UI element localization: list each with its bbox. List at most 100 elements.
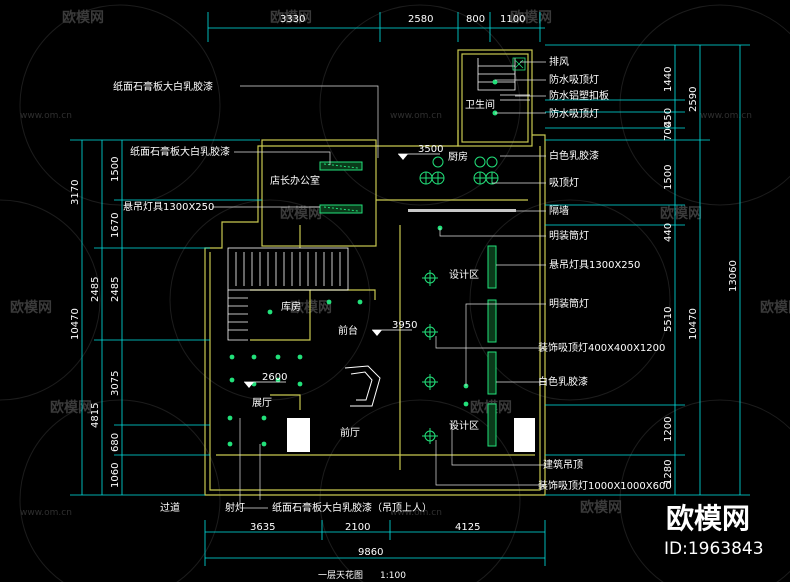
pendant-light-icon bbox=[487, 299, 497, 343]
dim-bottom-3: 4125 bbox=[455, 522, 480, 533]
partition-wall bbox=[408, 209, 516, 212]
elevation-labels: 3500 3950 2600 bbox=[262, 144, 443, 383]
left-notes: 纸面石膏板大白乳胶漆 纸面石膏板大白乳胶漆 悬吊灯具1300X250 bbox=[113, 80, 230, 213]
watermark-logos: 欧模网 欧模网 欧模网 www.om.cn www.om.cn www.om.c… bbox=[10, 9, 790, 518]
restroom-details bbox=[477, 57, 530, 101]
drawing-title-scale: 1:100 bbox=[380, 571, 406, 581]
waterproof-light-icon bbox=[492, 79, 498, 85]
watermark-logo: 欧模网 bbox=[510, 9, 552, 26]
spotlight-icon bbox=[275, 377, 281, 383]
dim-left-inner-5: 680 bbox=[110, 433, 121, 452]
dim-right-inner-5: 440 bbox=[663, 223, 674, 242]
note-decorative-light-small: 装饰吸顶灯400X400X1200 bbox=[538, 341, 665, 354]
watermark-logo: 欧模网 bbox=[660, 205, 702, 222]
watermark-logo: 欧模网 bbox=[270, 9, 312, 26]
elevation-showroom: 2600 bbox=[262, 372, 287, 383]
kitchen-ceiling-lights bbox=[419, 156, 499, 185]
reception-counter bbox=[344, 365, 381, 407]
ceiling-light-icon bbox=[432, 156, 444, 168]
design-pendant-lights bbox=[487, 245, 497, 447]
drawing-title-name: 一层天花图 bbox=[318, 569, 363, 581]
dim-right-inner-3: 700 bbox=[663, 122, 674, 141]
spotlight-icon bbox=[261, 415, 267, 421]
dim-left-outer-1: 3170 bbox=[70, 180, 81, 205]
watermark-pattern bbox=[0, 4, 790, 582]
dim-left-outer-3: 4815 bbox=[90, 403, 101, 428]
bottom-notes: 过道 射灯 纸面石膏板大白乳胶漆（吊顶上人） bbox=[160, 501, 432, 514]
dim-left-inner-3: 2485 bbox=[110, 277, 121, 302]
ceiling-light-icon bbox=[474, 156, 486, 168]
elevation-kitchen: 3500 bbox=[418, 144, 443, 155]
note-downlight-2: 明装筒灯 bbox=[549, 297, 589, 310]
restroom-wall-inner bbox=[461, 53, 529, 143]
dim-right-inner-6: 5510 bbox=[663, 307, 674, 332]
dim-right-inner-1: 1440 bbox=[663, 67, 674, 92]
dim-right-outer-1: 2590 bbox=[688, 87, 699, 112]
spotlight-icon bbox=[267, 309, 273, 315]
pendant-light-icon bbox=[487, 351, 497, 395]
dim-top-1: 3330 bbox=[280, 14, 305, 25]
dim-left-inner-4: 3075 bbox=[110, 371, 121, 396]
spotlight-icon bbox=[297, 354, 303, 360]
dim-right-inner-4: 1500 bbox=[663, 165, 674, 190]
note-waterproof-light-2: 防水吸顶灯 bbox=[549, 107, 599, 120]
dim-top-2: 2580 bbox=[408, 14, 433, 25]
note-pendant-light: 悬吊灯具1300X250 bbox=[123, 201, 214, 213]
exhaust-fan-icon bbox=[512, 57, 526, 71]
spotlight-icon bbox=[227, 441, 233, 447]
note-gypsum-board-accessible: 纸面石膏板大白乳胶漆（吊顶上人） bbox=[272, 501, 432, 514]
note-partition: 隔墙 bbox=[549, 204, 569, 217]
watermark-site: www.om.cn bbox=[390, 111, 442, 121]
dim-bottom-1: 3635 bbox=[250, 522, 275, 533]
note-pendant-light: 悬吊灯具1300X250 bbox=[549, 259, 640, 271]
room-office: 店长办公室 bbox=[270, 174, 320, 187]
dim-left-inner-6: 1060 bbox=[110, 463, 121, 488]
drawing-title: 一层天花图 1:100 bbox=[318, 569, 406, 581]
note-corridor: 过道 bbox=[160, 501, 180, 514]
watermark-site: www.om.cn bbox=[20, 111, 72, 121]
note-white-paint-1: 白色乳胶漆 bbox=[549, 149, 599, 162]
brand-mark: 欧模网 ID:1963843 bbox=[664, 502, 764, 559]
elevation-marker-icon bbox=[244, 382, 254, 388]
ceiling-light-icon bbox=[486, 156, 498, 168]
walls bbox=[204, 49, 546, 496]
watermark-logo: 欧模网 bbox=[580, 499, 622, 516]
decorative-ceiling-lights bbox=[422, 270, 438, 444]
dim-bottom-total: 9860 bbox=[358, 547, 383, 558]
right-notes: 排风 防水吸顶灯 防水铝塑扣板 防水吸顶灯 白色乳胶漆 吸顶灯 隔墙 明装筒灯 … bbox=[538, 55, 672, 492]
dim-right-total: 13060 bbox=[728, 260, 739, 292]
note-ceiling-light: 吸顶灯 bbox=[549, 177, 579, 189]
dim-left-outer-2: 2485 bbox=[90, 277, 101, 302]
spotlight-icon bbox=[227, 415, 233, 421]
note-gypsum-board-1: 纸面石膏板大白乳胶漆 bbox=[113, 80, 213, 93]
note-exhaust: 排风 bbox=[549, 55, 569, 68]
watermark-logo: 欧模网 bbox=[280, 205, 322, 222]
office-wall bbox=[261, 139, 377, 247]
room-storage: 库房 bbox=[281, 300, 301, 313]
entrance-column bbox=[287, 418, 310, 452]
watermark-site: www.om.cn bbox=[390, 508, 442, 518]
dim-left-inner-2: 1670 bbox=[110, 213, 121, 238]
office-pendant-lights bbox=[319, 161, 363, 214]
downlight-icon bbox=[463, 401, 469, 407]
note-building-ceiling: 建筑吊顶 bbox=[543, 458, 583, 471]
dim-right-inner-7: 1200 bbox=[663, 417, 674, 442]
note-spotlight: 射灯 bbox=[225, 502, 245, 514]
watermark-logo: 欧模网 bbox=[760, 299, 790, 316]
spotlight-icon bbox=[275, 354, 281, 360]
dimension-lines bbox=[70, 12, 750, 566]
spotlight-icon bbox=[251, 354, 257, 360]
dim-right-inner-8: 1280 bbox=[663, 460, 674, 485]
watermark-site: www.om.cn bbox=[700, 111, 752, 121]
spotlight-icon bbox=[229, 354, 235, 360]
elevation-reception: 3950 bbox=[392, 320, 417, 331]
spotlight-icon bbox=[297, 381, 303, 387]
dim-left-inner-1: 1500 bbox=[110, 157, 121, 182]
elevation-marker-icon bbox=[398, 154, 408, 160]
dim-right-inner-2: 450 bbox=[663, 108, 674, 127]
watermark-logo: 欧模网 bbox=[290, 299, 332, 316]
downlight-icon bbox=[326, 299, 332, 305]
staircase bbox=[227, 247, 349, 341]
